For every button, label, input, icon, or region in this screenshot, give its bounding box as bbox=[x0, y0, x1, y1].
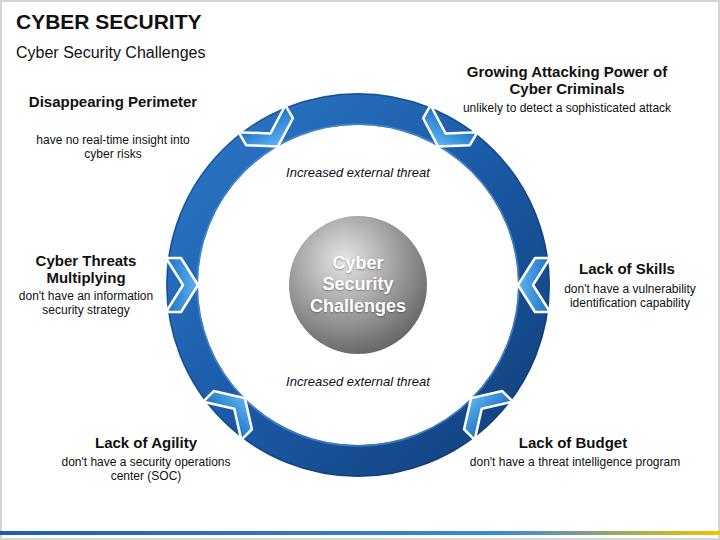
challenge-heading: Lack of Skills bbox=[552, 260, 702, 277]
chevron-arrow bbox=[239, 105, 302, 160]
challenge-heading: Lack of Budget bbox=[473, 434, 673, 451]
ring-inner-edge bbox=[197, 124, 519, 446]
challenge-note: don't have a threat intelligence program bbox=[455, 456, 695, 470]
challenge-note: don't have a security operations center … bbox=[56, 456, 236, 484]
ring-label: Increased external threat bbox=[258, 375, 458, 390]
challenge-heading: Lack of Agility bbox=[56, 434, 236, 451]
center-sphere: Cyber Security Challenges bbox=[288, 215, 428, 355]
chevron-arrow bbox=[518, 258, 550, 312]
ring-label: Increased external threat bbox=[258, 166, 458, 181]
chevron-arrow bbox=[203, 379, 264, 440]
challenge-note: unlikely to detect a sophisticated attac… bbox=[462, 102, 672, 116]
chevron-arrow bbox=[452, 379, 513, 440]
challenge-heading: Cyber Threats Multiplying bbox=[16, 252, 156, 287]
center-label: Cyber Security Challenges bbox=[303, 253, 413, 316]
challenge-note: have no real-time insight into cyber ris… bbox=[23, 134, 203, 162]
challenge-note: don't have an information security strat… bbox=[16, 290, 156, 318]
subtitle: Cyber Security Challenges bbox=[16, 44, 336, 62]
footer-bar bbox=[0, 531, 720, 535]
challenge-heading: Growing Attacking Power of Cyber Crimina… bbox=[462, 63, 672, 98]
page-title: CYBER SECURITY bbox=[16, 10, 202, 34]
ring-outer-edge bbox=[167, 94, 549, 476]
cycle-ring bbox=[182, 109, 534, 461]
chevron-arrow bbox=[166, 258, 198, 312]
challenge-note: don't have a vulnerability identificatio… bbox=[552, 283, 708, 311]
challenge-heading: Disappearing Perimeter bbox=[28, 93, 198, 110]
sphere-fill bbox=[289, 216, 427, 354]
